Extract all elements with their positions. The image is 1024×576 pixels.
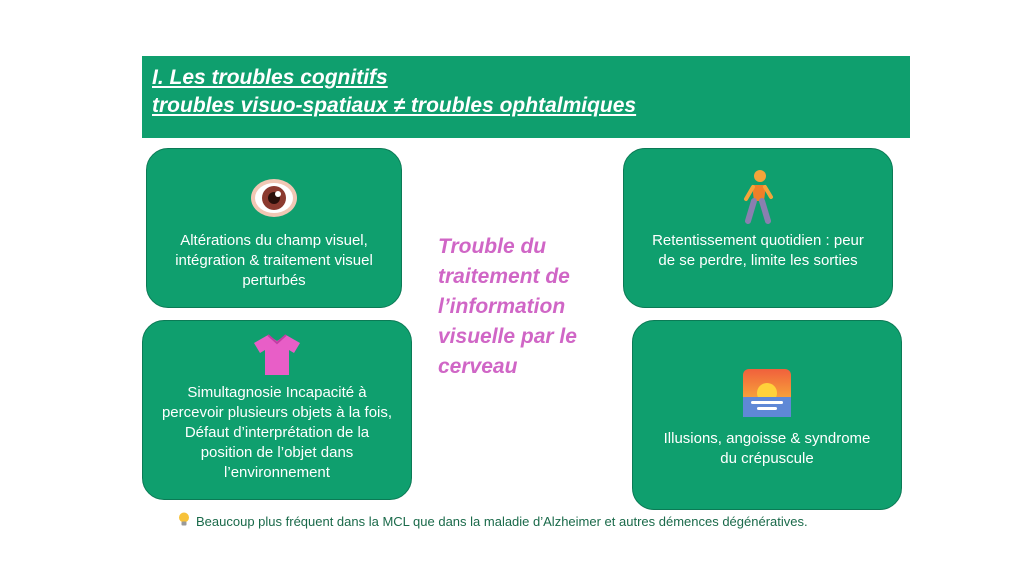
card-vision: Altérations du champ visuel, intégration… bbox=[146, 148, 402, 308]
card-illusions-text: Illusions, angoisse & syndrome du crépus… bbox=[663, 430, 871, 467]
eye-icon bbox=[249, 177, 299, 224]
footnote-text: Beaucoup plus fréquent dans la MCL que d… bbox=[196, 514, 808, 529]
card-simultagnosia: Simultagnosie Incapacité à percevoir plu… bbox=[142, 320, 412, 500]
card-vision-text: Altérations du champ visuel, intégration… bbox=[175, 232, 373, 289]
card-daily-text: Retentissement quotidien : peur de se pe… bbox=[652, 232, 864, 269]
footnote: Beaucoup plus fréquent dans la MCL que d… bbox=[178, 512, 818, 531]
card-simultagnosia-text: Simultagnosie Incapacité à percevoir plu… bbox=[161, 384, 393, 481]
shirt-icon bbox=[252, 333, 302, 382]
title-line-1: I. Les troubles cognitifs bbox=[152, 66, 388, 89]
card-illusions: Illusions, angoisse & syndrome du crépus… bbox=[632, 320, 902, 510]
lightbulb-icon bbox=[178, 512, 190, 531]
sunset-icon bbox=[741, 367, 793, 424]
card-daily: Retentissement quotidien : peur de se pe… bbox=[623, 148, 893, 308]
walking-person-icon bbox=[740, 169, 776, 230]
title-banner: I. Les troubles cognitifs troubles visuo… bbox=[142, 56, 910, 138]
center-statement: Trouble du traitement de l’information v… bbox=[438, 235, 577, 378]
title-line-2: troubles visuo-spatiaux ≠ troubles ophta… bbox=[152, 94, 637, 117]
